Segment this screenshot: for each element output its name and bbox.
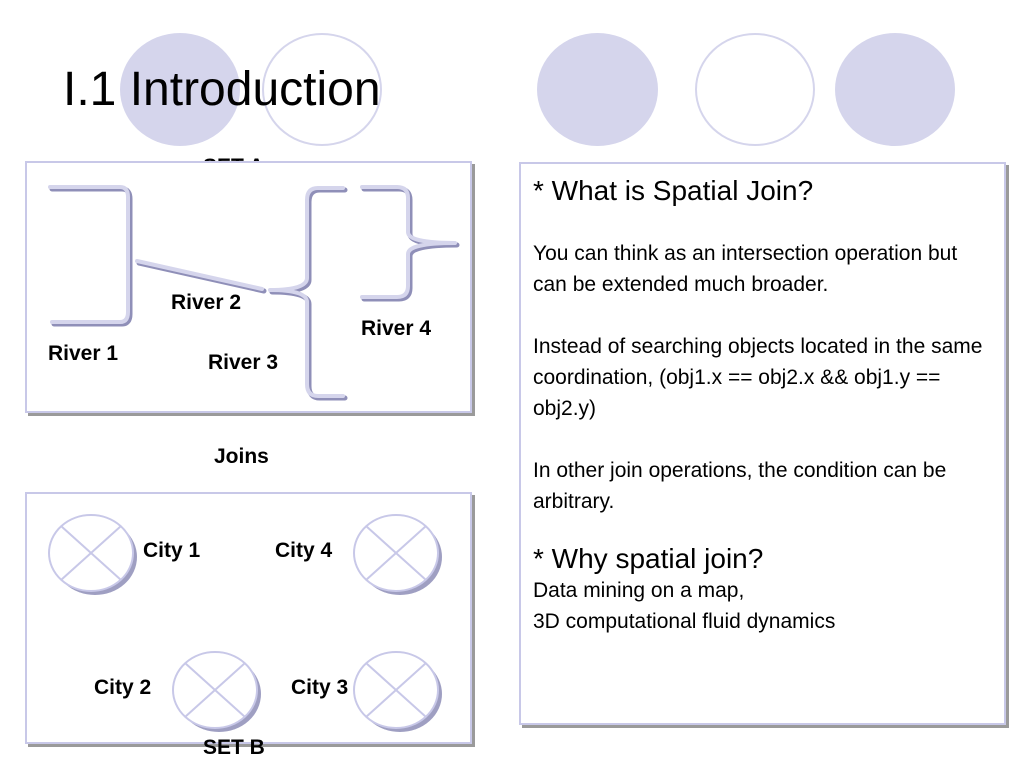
arbitrary-condition-paragraph: In other join operations, the condition … [533,459,947,513]
city-3-icon [353,651,442,732]
river-4-label: River 4 [361,317,432,340]
river-2-shape [135,259,267,294]
river-2-label: River 2 [171,291,242,314]
intersection-paragraph: You can think as an intersection operati… [533,242,958,296]
river-4-shape [360,185,460,302]
use-case-data-mining: Data mining on a map, [533,579,745,602]
city-4-icon [353,514,442,595]
question-why-heading: * Why spatial join? [533,543,764,574]
decor-circle-4 [695,33,815,146]
joins-label: Joins [214,445,269,468]
city-3-label: City 3 [291,676,349,699]
decor-circle-2 [262,33,382,146]
use-case-cfd: 3D computational fluid dynamics [533,610,836,633]
explanation-panel: * What is Spatial Join? You can think as… [519,162,1006,725]
river-3-shape [268,186,348,401]
decor-circle-3 [537,33,658,146]
coordination-paragraph: Instead of searching objects located in … [533,335,983,420]
question-what-heading: * What is Spatial Join? [533,175,814,206]
set-b-label: SET B [203,736,265,759]
river-3-label: River 3 [208,351,279,374]
river-1-label: River 1 [48,342,119,365]
city-1-label: City 1 [143,539,201,562]
city-1-icon [48,514,137,595]
city-4-label: City 4 [275,539,333,562]
river-1-shape [48,185,133,327]
decor-circle-5 [835,33,955,146]
city-2-icon [172,651,261,732]
city-2-label: City 2 [94,676,152,699]
decor-circle-1 [120,33,240,146]
slide-title: I.1 Introduction [63,63,381,116]
